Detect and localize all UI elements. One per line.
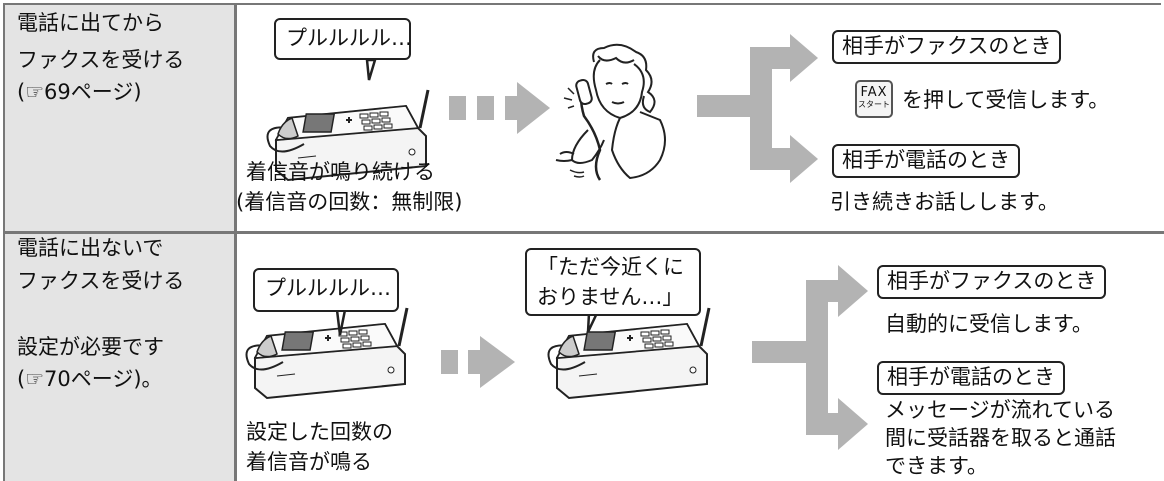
fax-case-label-row2: 相手がファクスのとき xyxy=(877,265,1107,299)
ring-caption-row2: 設定した回数の xyxy=(246,420,393,444)
ring-sound-bubble-row2: プルルルル… xyxy=(253,268,399,312)
fax-case-label-row1: 相手がファクスのとき xyxy=(832,30,1062,64)
row1-page-ref: (☞69ページ) xyxy=(17,80,142,104)
phone-action-row2-line1: メッセージが流れている xyxy=(885,398,1115,422)
woman-on-phone-icon xyxy=(555,43,666,181)
ring-count-caption-row2: 着信音が鳴る xyxy=(246,450,372,474)
row2-condition-cell: 電話に出ないで ファクスを受ける 設定が必要です (☞70ページ)。 xyxy=(5,234,234,481)
row-answer-then-fax: 電話に出てから ファクスを受ける (☞69ページ) xyxy=(5,5,1164,231)
phone-action-row2-line3: できます。 xyxy=(885,454,988,478)
ring-count-caption-row1: (着信音の回数：無制限) xyxy=(236,190,463,214)
arrow-right-icon xyxy=(441,336,515,388)
ring-sound-bubble: プルルルル… xyxy=(274,18,412,60)
fax-start-key-icon: FAX スタート xyxy=(855,80,893,118)
table-frame xyxy=(3,3,1161,481)
phone-action-row1: 引き続きお話しします。 xyxy=(830,190,1059,214)
fax-machine-icon xyxy=(547,306,711,400)
row1-condition-line-1: 電話に出てから xyxy=(17,11,164,35)
column-divider xyxy=(234,5,237,481)
row2-condition-line-2: ファクスを受ける xyxy=(17,269,185,293)
row2-condition-line-1: 電話に出ないで xyxy=(17,236,164,260)
phone-case-label-row1: 相手が電話のとき xyxy=(832,144,1020,178)
fax-action-row2: 自動的に受信します。 xyxy=(885,312,1093,336)
branch-arrow-row2 xyxy=(752,265,868,450)
row-no-answer-fax: 電話に出ないで ファクスを受ける 設定が必要です (☞70ページ)。 xyxy=(5,234,1164,481)
row2-setting-note: 設定が必要です xyxy=(17,335,164,359)
row2-page-ref: (☞70ページ)。 xyxy=(17,367,163,391)
message-line-2: おりません…」 xyxy=(537,285,684,309)
row1-condition-cell: 電話に出てから ファクスを受ける (☞69ページ) xyxy=(5,5,234,231)
arrow-right-icon xyxy=(449,82,550,134)
branch-arrow-row1 xyxy=(697,34,818,183)
bubble-tail xyxy=(365,58,377,81)
answering-message-bubble: 「ただ今近くに おりません…」 xyxy=(525,248,701,316)
ring-caption-row1: 着信音が鳴り続ける xyxy=(246,160,435,184)
phone-case-label-row2: 相手が電話のとき xyxy=(877,361,1065,395)
fax-action-row1: を押して受信します。 xyxy=(902,88,1110,112)
message-line-1: 「ただ今近くに xyxy=(537,255,684,279)
phone-action-row2-line2: 間に受話器を取ると通話 xyxy=(885,426,1116,450)
fax-machine-icon xyxy=(245,306,409,400)
row1-condition-line-2: ファクスを受ける xyxy=(17,48,185,72)
row-divider xyxy=(5,231,1164,234)
